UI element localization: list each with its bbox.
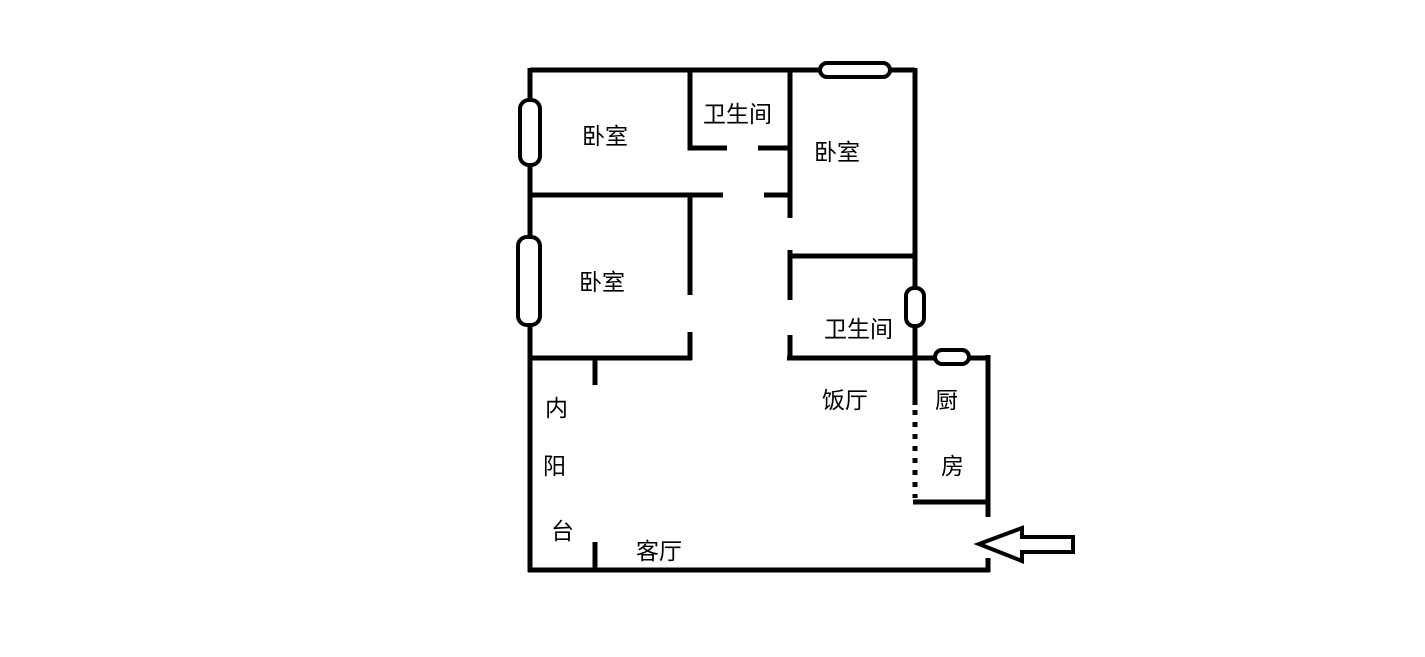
room-label-dining: 饭厅: [822, 388, 868, 414]
room-label-bedroom: 卧室: [582, 124, 628, 150]
window: [818, 61, 892, 79]
room-label-bathroom: 卫生间: [703, 102, 772, 128]
window: [904, 286, 926, 328]
room-label-balcony-2: 阳: [543, 454, 566, 480]
arrow-left-icon: [973, 525, 1075, 564]
room-label-kitchen-1: 厨: [935, 388, 958, 414]
window: [516, 235, 542, 327]
room-label-balcony-3: 台: [551, 519, 574, 545]
room-label-living: 客厅: [636, 539, 682, 565]
window: [518, 98, 542, 167]
room-label-bedroom: 卧室: [814, 140, 860, 166]
room-label-balcony-1: 内: [545, 396, 568, 422]
window: [933, 348, 971, 366]
windows: [516, 61, 971, 366]
room-label-bathroom: 卫生间: [824, 317, 893, 343]
room-label-bedroom: 卧室: [579, 270, 625, 296]
room-label-kitchen-2: 房: [941, 454, 964, 480]
